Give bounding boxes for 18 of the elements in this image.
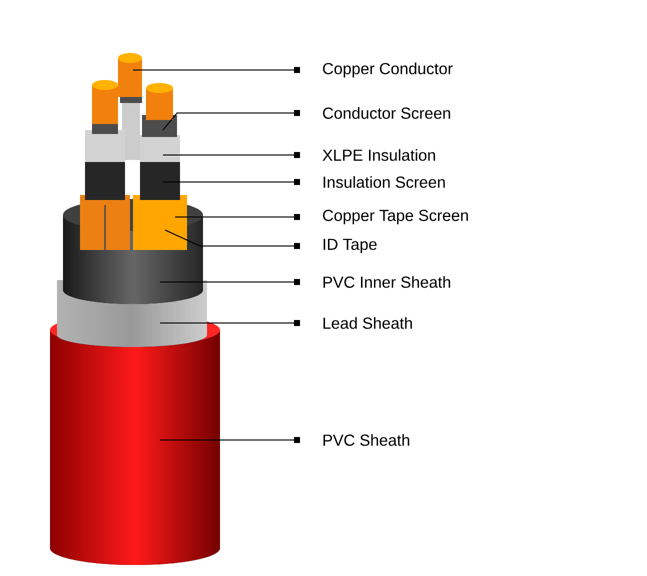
part-label: PVC Inner Sheath bbox=[324, 276, 450, 288]
leader-line bbox=[162, 110, 300, 130]
part-label: Insulation Screen bbox=[324, 176, 445, 188]
leader-line bbox=[160, 279, 300, 285]
leader-line bbox=[160, 437, 300, 443]
part-label: Copper Conductor bbox=[323, 62, 453, 78]
part-label: Conductor Screen bbox=[323, 107, 450, 119]
part-label: PVC Sheath bbox=[324, 434, 410, 446]
part-label: Copper Tape Screen bbox=[323, 210, 468, 224]
part-label: ID Tape bbox=[324, 238, 377, 254]
part-label: Lead Sheath bbox=[324, 317, 412, 329]
leader-line bbox=[164, 230, 300, 249]
leader-line bbox=[174, 214, 300, 220]
leader-line bbox=[162, 179, 300, 185]
leader-line bbox=[162, 152, 300, 158]
leader-line bbox=[160, 320, 300, 326]
leader-line bbox=[132, 67, 300, 73]
part-label: XLPE Insulation bbox=[322, 149, 435, 161]
